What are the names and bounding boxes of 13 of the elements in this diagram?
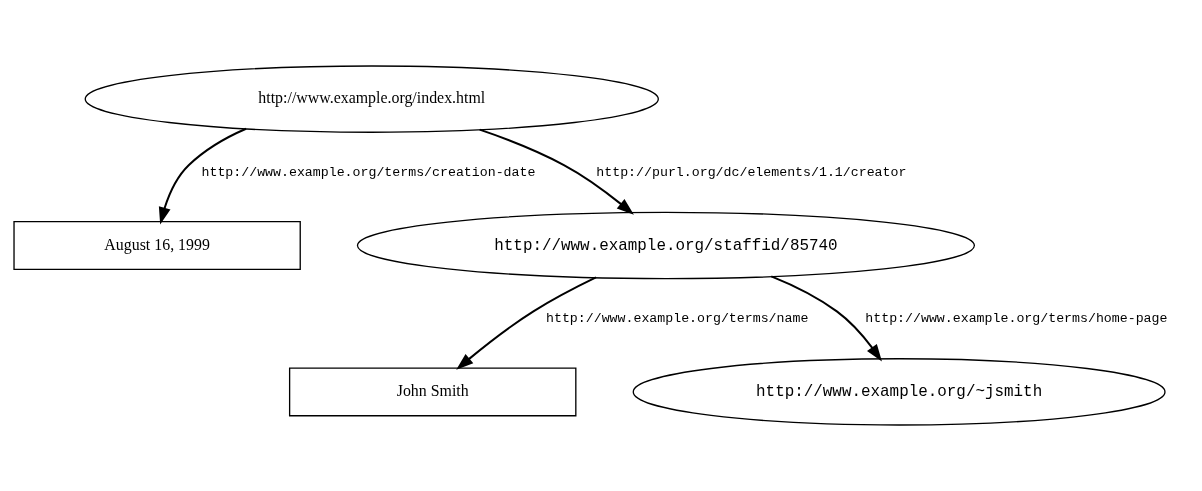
arrow	[770, 275, 882, 362]
arrow	[456, 276, 597, 370]
node-box: John Smith	[288, 367, 577, 417]
node-ellipse: http://www.example.org/~jsmith	[632, 358, 1166, 426]
edge-label: http://www.example.org/terms/name	[545, 311, 809, 327]
node-ellipse: http://www.example.org/staffid/85740	[356, 211, 976, 280]
edge-label: http://www.example.org/terms/home-page	[865, 311, 1168, 327]
arrow	[478, 128, 634, 215]
arrow	[158, 127, 248, 225]
node-ellipse: http://www.example.org/index.html	[84, 65, 659, 133]
node-box: August 16, 1999	[13, 220, 301, 270]
edge-label: http://www.example.org/terms/creation-date	[201, 164, 536, 180]
edge-label: http://purl.org/dc/elements/1.1/creator	[596, 164, 907, 180]
